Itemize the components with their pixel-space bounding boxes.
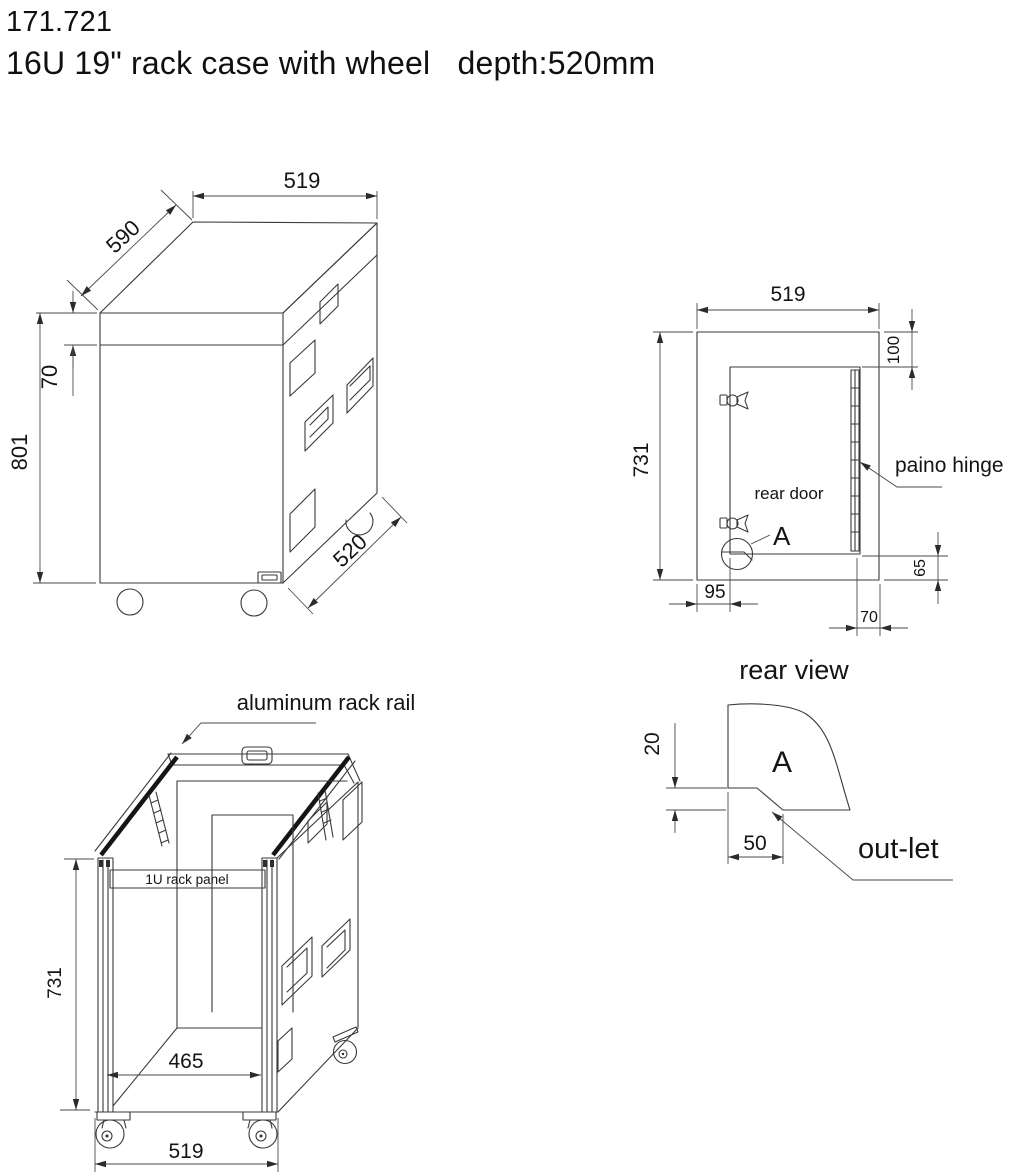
caster-wheel [332, 1026, 359, 1065]
rear-dim-door-bottom: 65 [912, 559, 929, 577]
latch-plate [257, 571, 282, 584]
wheel [345, 512, 374, 536]
iso-dim-depth: 590 [101, 215, 145, 258]
outlet-leader [771, 811, 953, 881]
rail-leader [181, 722, 316, 745]
caster-wheel [95, 1111, 131, 1149]
aluminum-rail-left [99, 755, 179, 857]
side-handle [289, 339, 316, 397]
side-handle-cup [281, 936, 313, 1006]
iso-dim-lid-height: 70 [37, 365, 62, 389]
isometric-view: 519 590 70 801 520 [7, 168, 408, 617]
detail-dim-notch-height: 20 [641, 732, 664, 755]
side-handle-cup [346, 357, 374, 414]
open-lid-frame [167, 753, 361, 784]
hinge-label: paino hinge [895, 454, 1004, 477]
lid-handle-grip [246, 750, 268, 761]
butterfly-latch [719, 391, 749, 410]
rail-end [263, 860, 267, 867]
detail-a-view: A 20 50 out-let [641, 703, 953, 881]
detail-a-leader [750, 534, 771, 545]
rear-dim-door-top: 100 [884, 336, 903, 364]
rail-end [270, 860, 274, 867]
hinge-tab [342, 781, 363, 841]
rear-detail-a-label: A [773, 521, 791, 551]
rear-view: A rear door paino hinge 519 731 100 65 9… [630, 283, 1004, 685]
rail-end [106, 860, 110, 867]
lid-handle [241, 746, 273, 765]
left-wall [97, 857, 114, 1113]
detail-outline [727, 703, 851, 811]
outlet-label: out-let [858, 833, 939, 865]
page-title-model: 171.721 [6, 6, 113, 38]
side-handle [289, 488, 316, 553]
rear-dim-door-left: 95 [704, 582, 725, 603]
rear-dim-hinge-right: 70 [860, 609, 878, 626]
side-handle [319, 283, 339, 325]
rack-panel-label: 1U rack panel [145, 872, 228, 887]
butterfly-latch [719, 514, 749, 533]
rack-panel [109, 869, 266, 889]
rack-rail-label: aluminum rack rail [237, 690, 416, 715]
lid-split-line [99, 254, 378, 346]
page-title-description: 16U 19" rack case with wheel depth:520mm [6, 45, 656, 81]
rear-dim-width: 519 [770, 283, 805, 306]
side-handle-cup-inner [326, 929, 346, 969]
lid-stay-chain-left [148, 791, 170, 847]
front-dim-height: 731 [45, 967, 66, 999]
wheel [116, 588, 144, 616]
outlet-cutout [721, 551, 753, 561]
rail-end [99, 860, 103, 867]
inner-frame [211, 814, 294, 1013]
side-handle-cup [321, 918, 351, 978]
rear-door-label: rear door [755, 484, 824, 503]
caster-wheel [242, 1111, 278, 1149]
side-face [276, 781, 359, 1113]
iso-dim-total-height: 801 [7, 434, 32, 471]
case-front-face [99, 312, 284, 584]
side-handle-cup-inner [349, 365, 371, 401]
iso-dim-top-width: 519 [284, 168, 321, 193]
detail-a-circle [720, 537, 754, 571]
side-handle-cup [304, 394, 334, 452]
back-wall [176, 780, 348, 1029]
wheel [240, 589, 268, 617]
iso-dim-bottom-depth: 520 [328, 529, 372, 572]
rear-dim-height: 731 [630, 442, 653, 477]
front-dim-width: 519 [168, 1140, 203, 1163]
side-handle-cup-inner [309, 406, 329, 438]
rear-view-caption: rear view [739, 655, 849, 685]
right-wall [261, 857, 278, 1113]
front-open-view: aluminum rack rail 1U rack panel 731 465… [45, 690, 415, 1172]
side-handle [277, 1027, 293, 1073]
piano-hinge-segments [850, 369, 860, 552]
front-dim-inner-width: 465 [168, 1050, 203, 1073]
rear-outline [696, 331, 880, 581]
rear-door [729, 366, 861, 555]
case-side-face [282, 222, 378, 584]
aluminum-rail-right [271, 755, 351, 857]
detail-a-label: A [772, 746, 792, 779]
floor [112, 1027, 263, 1107]
detail-dim-notch-width: 50 [743, 832, 766, 855]
hinge-leader [859, 461, 942, 488]
side-handle-cup-inner [286, 947, 308, 993]
side-handle [307, 801, 328, 844]
latch-plate-inner [261, 574, 278, 581]
